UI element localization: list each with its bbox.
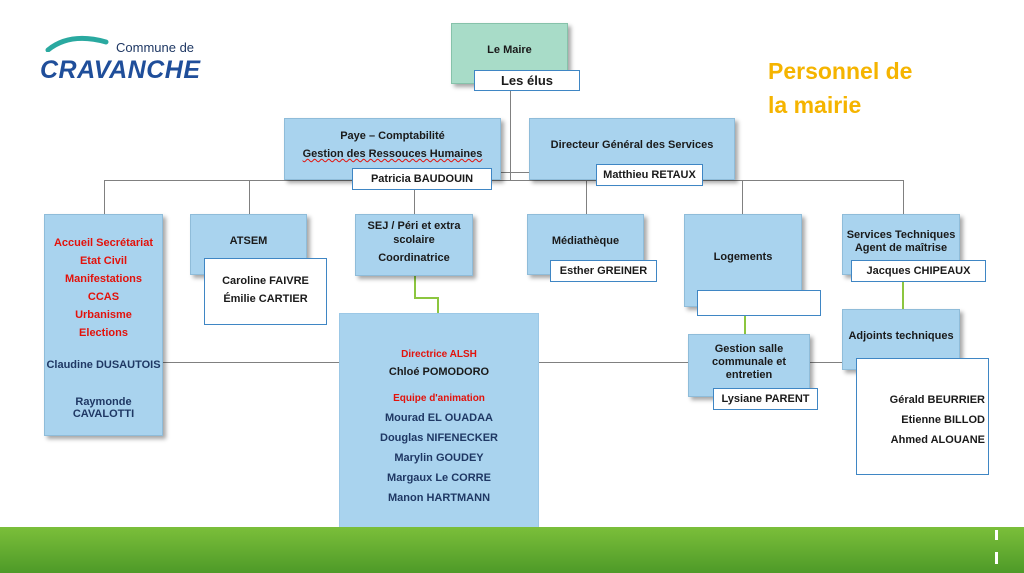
accueil-item: Accueil Secrétariat (53, 237, 154, 249)
salle-line1: Gestion salle (714, 343, 784, 355)
payroll-line2: Gestion des Ressouces Humaines (302, 148, 483, 160)
accueil-item: Elections (79, 327, 128, 339)
dgs-title: Directeur Général des Services (550, 139, 714, 151)
roof-arc-icon (45, 35, 109, 52)
accueil-person-2: Raymonde CAVALOTTI (72, 396, 135, 420)
atsem-title: ATSEM (229, 235, 268, 247)
connector-salle-adjoints (810, 362, 856, 363)
page-title-line1: Personnel de (768, 58, 913, 84)
connector-drop-mediatheque (586, 180, 587, 216)
elected-label: Les élus (500, 73, 554, 88)
logo-cravanche: CRAVANCHE (40, 56, 201, 84)
accueil-items: Accueil Secrétariat Etat Civil Manifesta… (45, 234, 162, 342)
alsh-team-member: Mourad EL OUADAA (385, 412, 493, 424)
connector-services-adjoints (902, 282, 904, 309)
mediatheque-box: Médiathèque (527, 214, 644, 275)
adjoints-persons-box: Gérald BEURRIER Etienne BILLOD Ahmed ALO… (856, 358, 989, 475)
services-line1: Services Techniques (846, 229, 956, 241)
payroll-line1: Paye – Comptabilité (340, 130, 445, 142)
connector-logements-salle (744, 316, 746, 334)
logements-title: Logements (713, 251, 773, 263)
alsh-team-member: Marylin GOUDEY (394, 452, 484, 464)
elected-box: Les élus (474, 70, 580, 91)
alsh-team-label: Equipe d'animation (393, 393, 485, 404)
connector-sej-alsh-v1 (414, 276, 416, 298)
mayor-label: Le Maire (487, 44, 532, 56)
alsh-team-member: Margaux Le CORRE (387, 472, 491, 484)
white-dash-mark (995, 552, 998, 564)
connector-sej-alsh-v2 (437, 297, 439, 313)
connector-drop-accueil (104, 180, 105, 216)
salle-line3: entretien (725, 369, 773, 381)
adjoint-member: Ahmed ALOUANE (890, 434, 985, 446)
accueil-item: Urbanisme (75, 309, 132, 321)
atsem-person-1: Caroline FAIVRE (222, 275, 309, 287)
connector-drop-services (903, 180, 904, 216)
green-ground-band (0, 527, 1024, 573)
payroll-person: Patricia BAUDOUIN (370, 173, 474, 185)
salle-line2: communale et (712, 356, 786, 368)
alsh-director: Chloé POMODORO (388, 366, 490, 378)
atsem-person-2: Émilie CARTIER (223, 293, 308, 305)
connector-drop-logements (742, 180, 743, 216)
mediatheque-person-box: Esther GREINER (550, 260, 657, 282)
adjoint-member: Etienne BILLOD (901, 414, 985, 426)
connector-drop-atsem (249, 180, 250, 216)
white-dash-mark (995, 530, 998, 540)
services-person: Jacques CHIPEAUX (866, 265, 971, 277)
sej-line1: SEJ / Péri et extra (367, 220, 461, 232)
page-title-line2: la mairie (768, 92, 862, 118)
adjoints-title: Adjoints techniques (848, 330, 954, 342)
alsh-team-member: Manon HARTMANN (387, 492, 491, 504)
services-line2: Agent de maîtrise (854, 242, 948, 254)
accueil-box: Accueil Secrétariat Etat Civil Manifesta… (44, 214, 163, 436)
mediatheque-person: Esther GREINER (559, 265, 648, 277)
accueil-item: CCAS (87, 291, 120, 303)
mediatheque-title: Médiathèque (551, 235, 620, 247)
alsh-director-label: Directrice ALSH (401, 349, 477, 360)
salle-box: Gestion salle communale et entretien (688, 334, 810, 397)
page-title: Personnel de la mairie (768, 54, 912, 122)
connector-mayor-down (510, 90, 511, 180)
accueil-person-1: Claudine DUSAUTOIS (46, 359, 161, 371)
salle-person: Lysiane PARENT (721, 393, 810, 405)
connector-drop-sej (414, 180, 415, 216)
connector-sej-alsh-h (414, 297, 438, 299)
payroll-person-box: Patricia BAUDOUIN (352, 168, 492, 190)
connector-level2-bar (392, 172, 632, 173)
alsh-box: Directrice ALSH Chloé POMODORO Equipe d'… (339, 313, 539, 529)
alsh-team-list: Mourad EL OUADAA Douglas NIFENECKER Mary… (340, 408, 538, 508)
sej-box: SEJ / Péri et extra scolaire Coordinatri… (355, 214, 473, 276)
logo-commune-de: Commune de (116, 40, 195, 55)
logements-person-box (697, 290, 821, 316)
connector-horizontal-middle (162, 362, 342, 363)
salle-person-box: Lysiane PARENT (713, 388, 818, 410)
connector-main-bar (104, 180, 904, 181)
services-person-box: Jacques CHIPEAUX (851, 260, 986, 282)
alsh-team-member: Douglas NIFENECKER (380, 432, 498, 444)
adjoint-member: Gérald BEURRIER (889, 394, 985, 406)
connector-horizontal-middle-right (539, 362, 689, 363)
atsem-persons-box: Caroline FAIVRE Émilie CARTIER (204, 258, 327, 325)
sej-line3: Coordinatrice (378, 252, 450, 264)
dgs-person: Matthieu RETAUX (603, 169, 696, 181)
accueil-item: Etat Civil (79, 255, 128, 267)
accueil-item: Manifestations (64, 273, 142, 285)
sej-line2: scolaire (393, 234, 435, 246)
adjoints-list: Gérald BEURRIER Etienne BILLOD Ahmed ALO… (857, 390, 985, 450)
dgs-person-box: Matthieu RETAUX (596, 164, 703, 186)
